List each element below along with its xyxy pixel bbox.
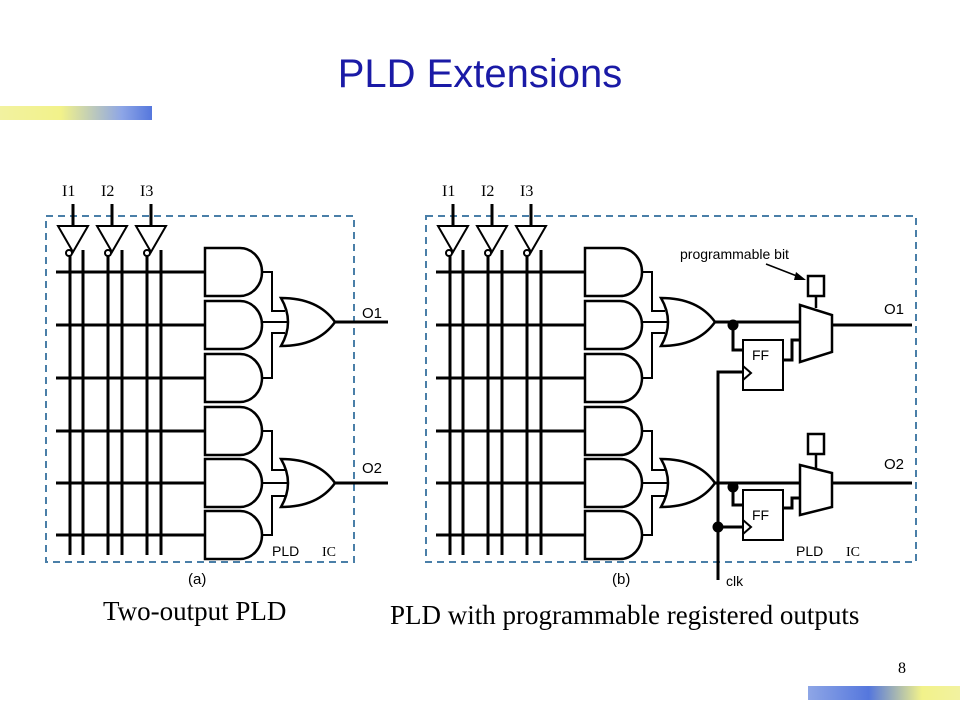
panel-b-input-label-3: I3: [520, 183, 533, 200]
panel-a-input-label-1: I1: [62, 183, 75, 200]
panel-a-and-gates: [203, 246, 264, 561]
panel-a-dashed-border: [45, 215, 355, 563]
decorative-bar-top: [0, 106, 152, 120]
panel-a-input-lines: [68, 204, 163, 555]
panel-b-junction-1: [727, 319, 739, 331]
panel-b-ff-output-wires: [783, 338, 800, 510]
panel-a-or-inputs: [262, 271, 287, 536]
panel-b-output-label-1: O1: [884, 301, 904, 318]
panel-b: [425, 204, 917, 580]
panel-b-clock-label: clk: [726, 573, 744, 589]
panel-a-caption: Two-output PLD: [103, 596, 287, 626]
panel-b-clock-wires: [716, 370, 743, 580]
panel-b-product-lines: [436, 270, 585, 537]
panel-b-input-label-1: I1: [442, 183, 455, 200]
panel-a-input-label-3: I3: [140, 183, 153, 200]
panel-a-output-label-1: O1: [362, 305, 382, 322]
panel-b-ff-label-1: FF: [752, 347, 769, 363]
panel-b-and-gates: [583, 246, 644, 561]
panel-a-chip-label: PLD: [272, 543, 299, 559]
panel-b-chip-label: PLD: [796, 543, 823, 559]
panel-b-or-gates: [658, 296, 717, 509]
panel-b-annotation: programmable bit: [680, 246, 789, 262]
panel-a-or-gates: [278, 296, 337, 509]
panel-b-caption: PLD with programmable registered outputs: [390, 600, 860, 630]
panel-b-output-label-2: O2: [884, 456, 904, 473]
decorative-bar-bottom: [808, 686, 960, 700]
panel-b-chip-suffix: IC: [846, 545, 860, 560]
panel-a-product-lines: [56, 270, 205, 537]
panel-b-junction-2: [727, 481, 739, 493]
panel-a-input-buffers: [56, 225, 168, 257]
panel-a-output-lines: [335, 320, 388, 485]
panel-b-input-label-2: I2: [481, 183, 494, 200]
panel-b-multiplexers: [798, 303, 834, 517]
panel-b-ff-label-2: FF: [752, 507, 769, 523]
page-number: 8: [898, 660, 906, 677]
panel-b-output-lines: [832, 323, 912, 485]
panel-b-flipflops: [742, 339, 784, 541]
panel-a-output-label-2: O2: [362, 460, 382, 477]
panel-b-input-buffers: [436, 225, 548, 257]
panel-b-clock-junction: [712, 521, 724, 533]
panel-b-input-lines: [448, 204, 543, 555]
slide-title: PLD Extensions: [337, 52, 623, 96]
panel-a-chip-suffix: IC: [322, 545, 336, 560]
panel-b-or-inputs: [642, 271, 667, 536]
panel-a-input-label-2: I2: [101, 183, 114, 200]
panel-b-sub-label: (b): [612, 571, 630, 588]
panel-b-programmable-bits: [806, 274, 826, 468]
panel-a-sub-label: (a): [188, 571, 206, 588]
panel-a: [45, 204, 388, 563]
panel-b-dashed-border: [425, 215, 917, 563]
